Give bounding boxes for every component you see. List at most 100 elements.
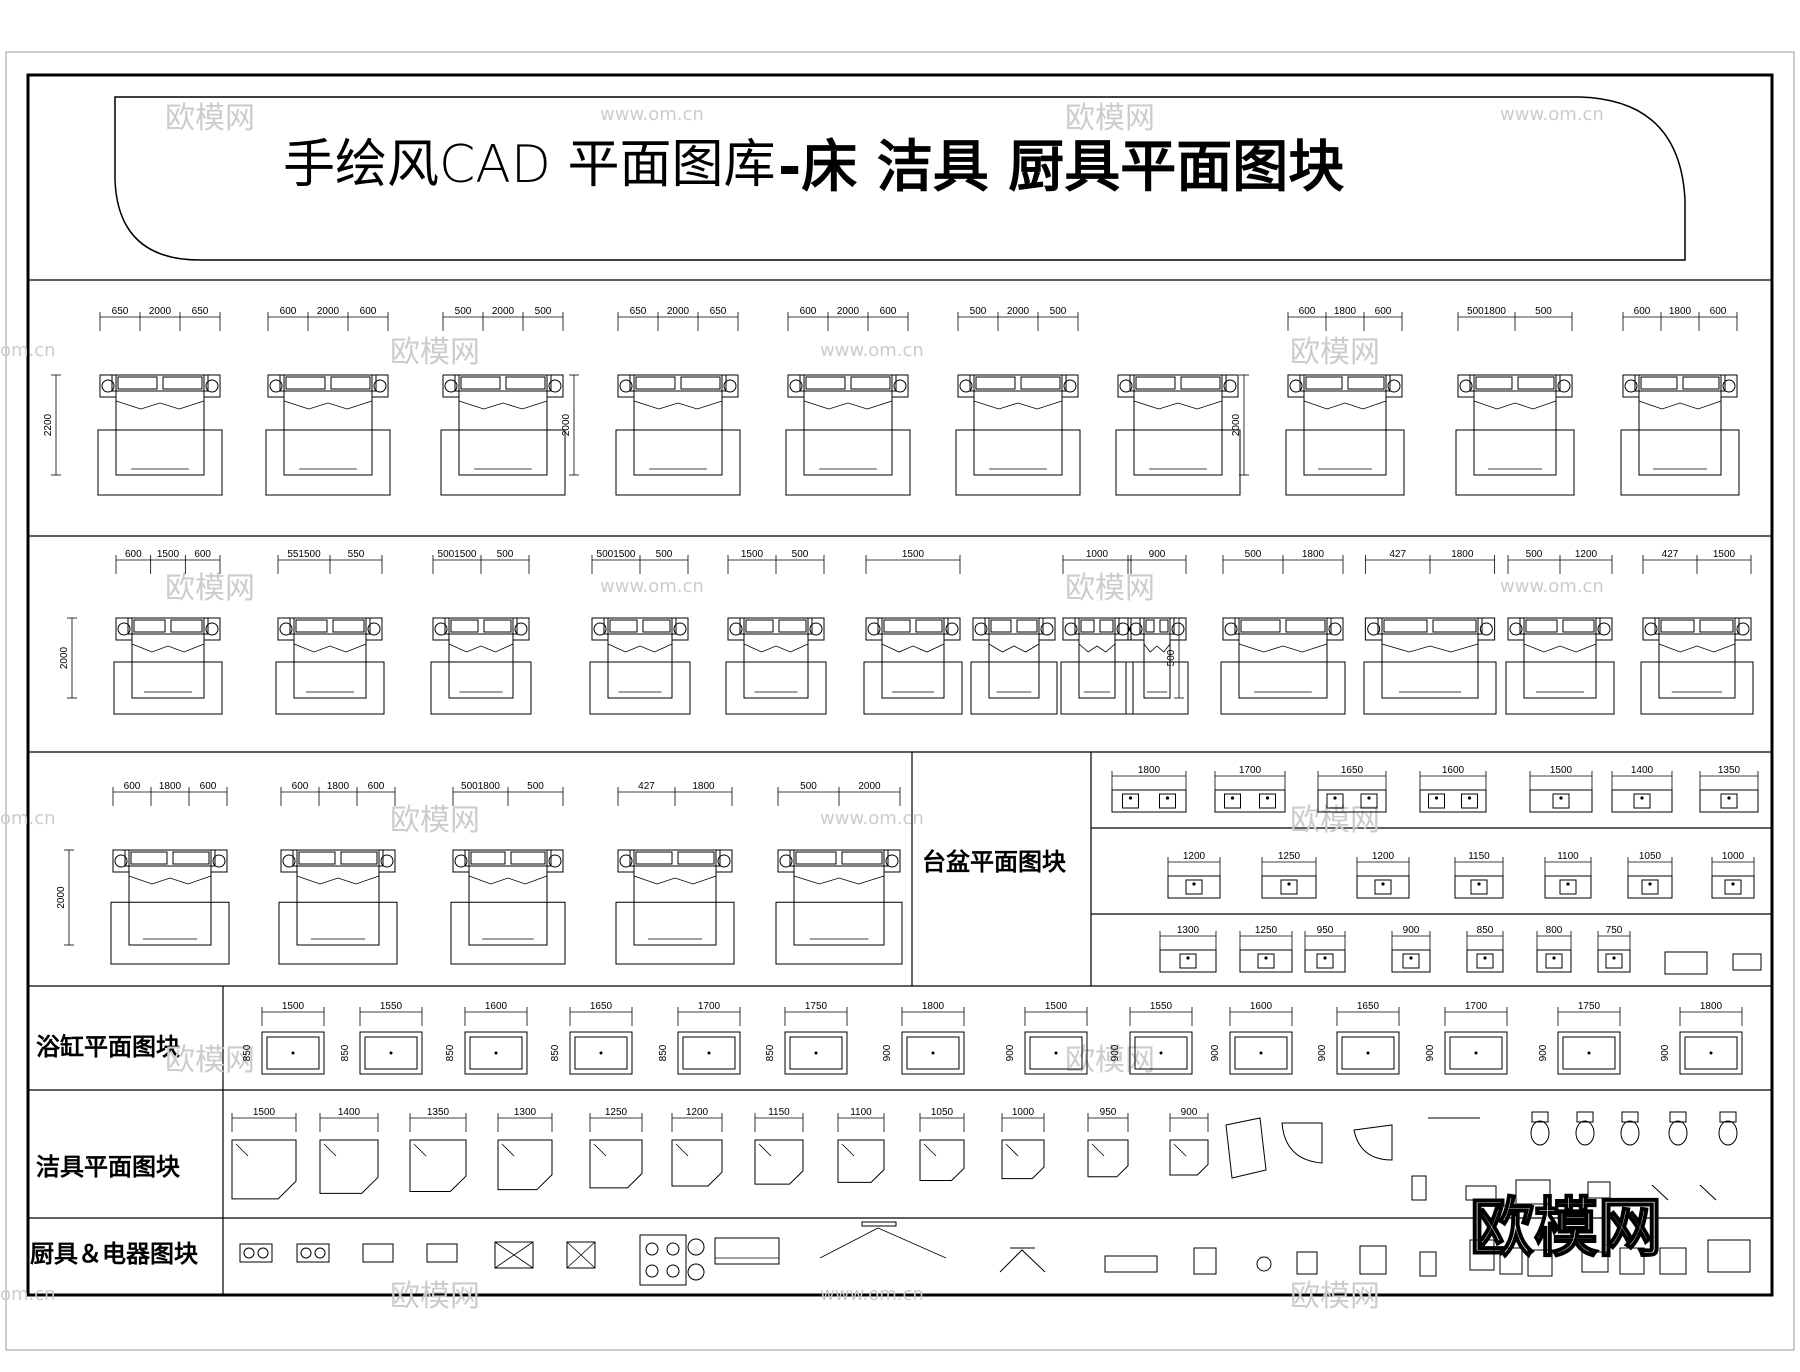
bathtub-outline (569, 1031, 633, 1075)
dimension-chain: 1350 (409, 1107, 467, 1132)
burner (666, 1264, 680, 1278)
rug (589, 661, 691, 715)
mattress (1303, 390, 1387, 476)
drain-dot (291, 1051, 295, 1055)
dimension-chain: 1800 (901, 1001, 965, 1026)
dimension-chain: 1700 (1214, 765, 1286, 790)
bed-sheet-fold (1381, 643, 1479, 653)
nightstand (865, 617, 883, 641)
bed-plan (970, 617, 1058, 715)
pillow (1699, 619, 1734, 633)
faucet-dot (1640, 796, 1644, 800)
dimension-label: 1250 (1255, 925, 1278, 936)
dimension-label: 650 (192, 306, 209, 317)
vanity-basin: 1250 (1261, 851, 1317, 899)
bathtub-section-label: 浴缸平面图块 (36, 1033, 180, 1061)
dimension-label: 600 (124, 781, 141, 792)
dimension-label: 900 (1538, 1044, 1549, 1061)
dimension-label: 2000 (149, 306, 172, 317)
dimension-chain: 1150 (754, 1107, 804, 1132)
nightstand (721, 374, 739, 398)
pillow (1347, 376, 1385, 390)
cabinet-cross (566, 1241, 596, 1269)
dimension-label: 1800 (1302, 549, 1325, 560)
dimension-chain: 1200 (1167, 851, 1221, 876)
dryer (1296, 1251, 1318, 1275)
nightstand (546, 374, 564, 398)
dimension-chain: 750 (1597, 925, 1631, 950)
toilet-plan (1530, 1111, 1550, 1146)
pillow (1660, 619, 1695, 633)
svg-text:欧模网: 欧模网 (165, 1043, 255, 1078)
toilet-plan (1718, 1111, 1738, 1146)
lamp-symbol (1328, 622, 1342, 636)
dimension-label: 500 (497, 549, 514, 560)
pillow (805, 376, 846, 390)
dimension-label: 900 (1110, 1044, 1121, 1061)
pendant-lamp (999, 1249, 1046, 1273)
bathtub-inner (469, 1036, 523, 1070)
shower-door-arc (841, 1143, 855, 1157)
basin-bowl (1559, 879, 1577, 895)
dimension-chain: 1800 (1111, 765, 1187, 790)
dimension-label: 1600 (1250, 1001, 1273, 1012)
dimension-label: 750 (1606, 925, 1623, 936)
bathtub-inner (364, 1036, 418, 1070)
toilet-plan (1620, 1111, 1640, 1146)
toilet-plan (1575, 1111, 1595, 1146)
fixtures-misc-group (1225, 1111, 1738, 1205)
lamp-symbol (373, 379, 387, 393)
dimension-label: 1500 (1713, 549, 1736, 560)
ceiling-light-ray (819, 1227, 879, 1259)
nightstand (210, 849, 228, 873)
shower-enclosure: 1300 (497, 1107, 553, 1191)
rug (955, 429, 1081, 496)
toilet-plan (1668, 1111, 1688, 1146)
pillow (133, 619, 166, 633)
induction-cooker (1359, 1245, 1387, 1275)
lamp-symbol (1064, 622, 1078, 636)
basin-bowl (1470, 879, 1488, 895)
dimension-label: 5001800 (461, 781, 500, 792)
dimension-label: 1500 (253, 1107, 276, 1118)
quadrant-shower (1281, 1122, 1323, 1164)
dimension-label: 500 (1050, 306, 1067, 317)
vanity-basin: 1150 (1454, 851, 1504, 899)
dimension-chain: 1200 (1356, 851, 1410, 876)
dimension-chain: 1250 (1239, 925, 1293, 950)
nightstand (1326, 617, 1344, 641)
nightstand (1385, 374, 1403, 398)
dimension-label: 5001800 (1467, 306, 1506, 317)
pillow (510, 851, 546, 865)
faucet-dot (1128, 796, 1133, 800)
dimension-label: 800 (1546, 925, 1563, 936)
cabinet-diagonal (566, 1241, 596, 1269)
bed-sheet-fold (633, 400, 723, 410)
bidet (1465, 1185, 1497, 1201)
dimension-chain: 1400 (319, 1107, 379, 1132)
vanity-basin: 1600 (1419, 765, 1487, 813)
lamp-symbol (114, 854, 128, 868)
svg-text:om.cn: om.cn (0, 808, 56, 829)
bathtub-inner (1234, 1036, 1288, 1070)
dimension-chain: 1650 (1336, 1001, 1400, 1026)
vanity-basin: 1200 (1167, 851, 1221, 899)
lamp-symbol (1597, 622, 1611, 636)
drain-dot (599, 1051, 603, 1055)
drain-dot (931, 1051, 935, 1055)
dimension-label: 600 (1710, 306, 1727, 317)
shower-enclosure: 900 (1169, 1107, 1209, 1176)
dimension-label: 900 (1149, 549, 1166, 560)
toilet-tank (1621, 1111, 1639, 1123)
pillow (778, 619, 807, 633)
shower-tray (1169, 1139, 1209, 1176)
outer-frame (5, 51, 1795, 1351)
rug (113, 661, 223, 715)
nightstand (807, 617, 825, 641)
